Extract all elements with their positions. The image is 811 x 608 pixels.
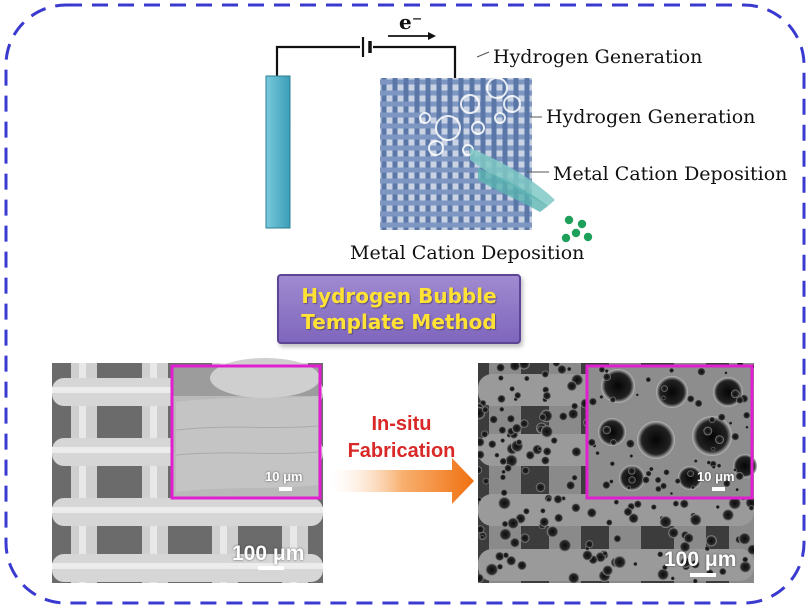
process-line-1: In-situ [371, 413, 432, 435]
deposition-plume [470, 148, 555, 206]
scale-bar-left [258, 566, 284, 570]
process-line-2: Fabrication [347, 440, 456, 462]
callout-hydrogen-top: Hydrogen Generation [493, 46, 703, 68]
left-main-scale-label: 100 μm [232, 542, 305, 565]
electron-label: e⁻ [399, 10, 423, 34]
process-arrow [330, 458, 474, 504]
callout-hydrogen-mid: Hydrogen Generation [546, 106, 756, 128]
callout-deposition-right: Metal Cation Deposition [553, 163, 788, 185]
mesh-schematic [380, 78, 532, 230]
left-inset-scale-label: 10 μm [265, 469, 303, 484]
process-label: In-situ Fabrication [334, 411, 469, 465]
circuit-wire [275, 45, 457, 80]
right-main-scale-label: 100 μm [664, 548, 737, 571]
dashed-frame [4, 3, 806, 605]
sem-right-inset [585, 364, 757, 500]
right-inset-scale-label: 10 μm [697, 469, 735, 484]
counter-electrode [265, 75, 291, 229]
metal-cation-droplets [561, 215, 593, 243]
method-line-1: Hydrogen Bubble [301, 284, 497, 308]
leader-top [476, 51, 490, 58]
method-line-2: Template Method [301, 310, 497, 334]
scale-bar-right [690, 573, 716, 577]
method-box: Hydrogen Bubble Template Method [277, 274, 521, 344]
caption-deposition: Metal Cation Deposition [350, 242, 585, 264]
sem-left-inset [170, 358, 322, 500]
